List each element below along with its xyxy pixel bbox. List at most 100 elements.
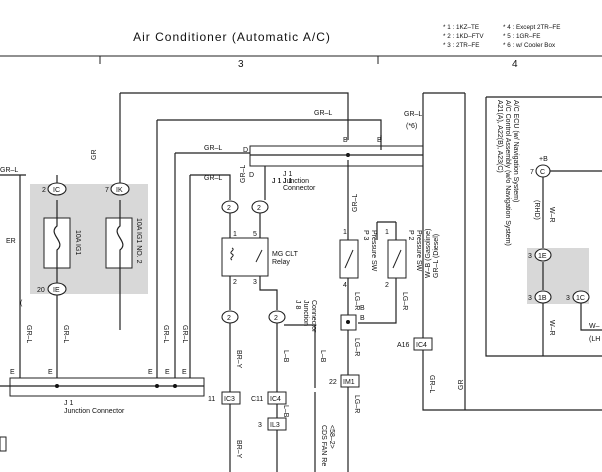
svg-text:22: 22 [329,379,337,386]
svg-text:7: 7 [530,169,534,176]
svg-text:2: 2 [42,187,46,194]
svg-text:A/C Control Assembly (w/o Navi: A/C Control Assembly (w/o Navigation Sys… [504,100,511,246]
svg-text:A16: A16 [397,342,410,349]
svg-text:Connector: Connector [283,185,316,192]
svg-text:P 2: P 2 [407,230,414,240]
svg-text:GR: GR [91,150,98,161]
svg-text:3: 3 [253,279,257,286]
svg-text:* 1 : 1KZ–TE: * 1 : 1KZ–TE [443,24,479,31]
svg-text:Junction: Junction [302,300,309,326]
svg-text:J 1: J 1 [64,400,73,407]
svg-text:C: C [540,169,545,176]
svg-text:2: 2 [385,282,389,289]
svg-text:(LH: (LH [589,336,600,343]
svg-text:IC4: IC4 [416,342,427,349]
svg-text:L–B: L–B [319,350,326,363]
svg-text:7: 7 [105,187,109,194]
svg-text:GR–L: GR–L [62,325,69,343]
svg-text:E: E [165,369,170,376]
svg-text:1: 1 [343,229,347,236]
svg-text:10A IG1: 10A IG1 [74,230,81,255]
svg-text:GR–L: GR–L [240,165,247,183]
svg-text:IC3: IC3 [224,396,235,403]
svg-text:LG–R: LG–R [353,338,360,356]
svg-text:IK: IK [116,187,123,194]
svg-text:E: E [182,369,187,376]
svg-text:C11: C11 [251,396,263,403]
svg-text:B: B [377,137,382,144]
svg-text:20: 20 [37,287,45,294]
svg-text:L–B: L–B [282,350,289,363]
connector-1e [534,248,552,262]
fuse-10a-ig1-no2 [105,217,133,269]
svg-text:W–R: W–R [548,207,555,223]
svg-text:GR–L: GR–L [204,145,222,152]
connector-ic [47,182,67,196]
svg-text:Junction Connector: Junction Connector [64,408,125,415]
engine-notes: * 1 : 1KZ–TE * 2 : 1KD–FTV * 3 : 2TR–FE … [443,24,560,49]
svg-text:GR–L: GR–L [0,167,18,174]
svg-text:* 4 : Except 2TR–FE: * 4 : Except 2TR–FE [503,24,560,31]
svg-text:(: ( [20,300,23,307]
svg-text:E: E [10,369,15,376]
svg-text:(*6): (*6) [406,123,417,130]
svg-text:BR–Y: BR–Y [235,350,242,369]
svg-text:P 3: P 3 [362,230,369,240]
svg-text:B: B [360,315,365,322]
svg-text:Pressure SW: Pressure SW [370,230,377,272]
svg-text:2: 2 [227,315,231,322]
svg-text:D: D [243,147,248,154]
svg-text:IE: IE [53,287,60,294]
svg-text:3: 3 [566,295,570,302]
svg-text:IL3: IL3 [270,422,280,429]
svg-text:LG–R: LG–R [401,292,408,310]
grid-number-4: 4 [512,59,518,70]
svg-text:2: 2 [233,279,237,286]
svg-text:L–B: L–B [282,405,289,418]
svg-text:1E: 1E [538,253,547,260]
svg-text:IC4: IC4 [270,396,281,403]
svg-text:Relay: Relay [272,259,290,266]
svg-text:GR–L: GR–L [404,111,422,118]
svg-text:J 8: J 8 [294,300,301,309]
svg-text:GR–L: GR–L [25,325,32,343]
svg-text:W–: W– [589,323,600,330]
svg-text:CDS FAN Re: CDS FAN Re [320,425,327,466]
svg-text:GR–L: GR–L [204,175,222,182]
diagram-title: Air Conditioner (Automatic A/C) [133,30,331,44]
connector-ik [110,182,130,196]
svg-text:J 1: J 1 [272,178,281,185]
svg-text:W–R: W–R [548,320,555,336]
svg-text:10A IG1 NO. 2: 10A IG1 NO. 2 [135,218,142,264]
svg-text:LG–R: LG–R [353,395,360,413]
svg-text:J 1: J 1 [283,178,292,185]
svg-text:MG CLT: MG CLT [272,251,299,258]
svg-text:1: 1 [385,229,389,236]
junction-connector-top [249,145,424,167]
svg-text:3: 3 [528,295,532,302]
svg-text:A21(A), A22(B), A23(C): A21(A), A22(B), A23(C) [496,100,503,173]
svg-text:GR–L: GR–L [181,325,188,343]
svg-text:J 1: J 1 [272,178,281,185]
svg-text:GR–L: GR–L [352,194,359,212]
junction-connector-bottom [9,377,205,397]
svg-text:+B: +B [539,156,548,163]
connector-ic3 [221,391,241,405]
svg-text:11: 11 [208,396,215,403]
svg-text:2: 2 [257,205,261,212]
svg-text:(RHD): (RHD) [533,200,540,220]
svg-text:ER: ER [6,238,16,245]
svg-text:LG–R: LG–R [353,292,360,310]
svg-text:GR–L (Diesel): GR–L (Diesel) [433,234,440,278]
grid-number-3: 3 [238,59,244,70]
svg-text:* 6 : w/ Cooler Box: * 6 : w/ Cooler Box [503,42,556,49]
svg-text:D: D [249,172,254,179]
svg-text:4: 4 [343,282,347,289]
svg-text:BR–Y: BR–Y [235,440,242,459]
svg-text:Connector: Connector [310,300,317,333]
svg-text:B: B [343,137,348,144]
svg-text:IC: IC [53,187,60,194]
mg-clt-relay [221,237,269,277]
svg-text:3: 3 [258,422,262,429]
